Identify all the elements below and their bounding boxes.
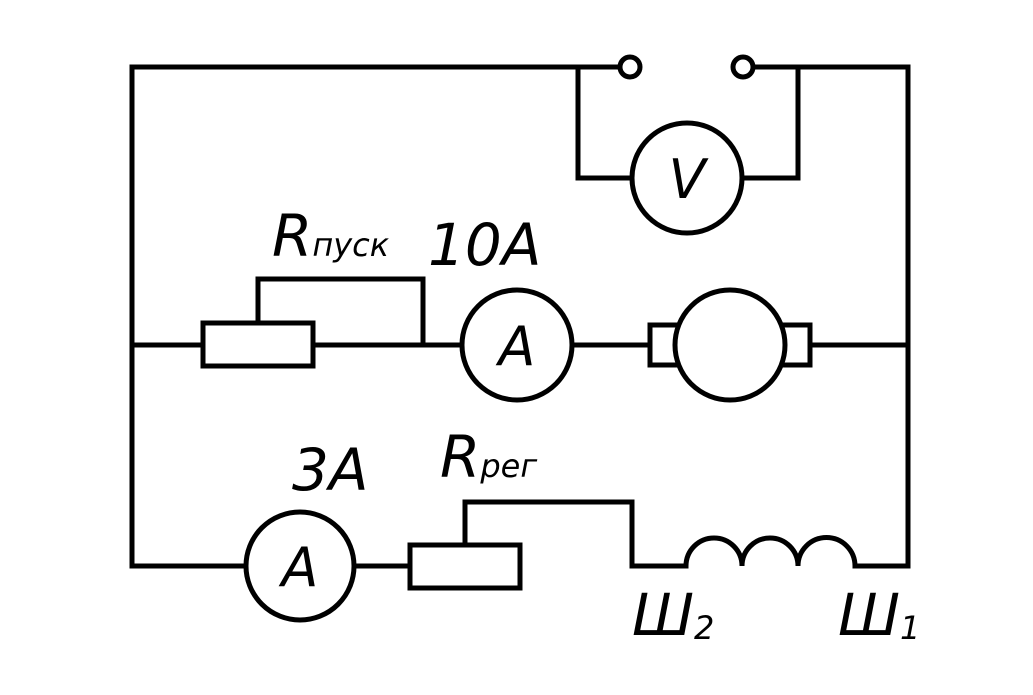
armature-branch: A [129,276,911,403]
terminal-w1-label: Ш1 [838,581,920,649]
regulating-resistor-label: Rрег [440,423,537,491]
motor-armature-symbol [672,287,788,403]
start-resistor-label: Rпуск [272,202,390,270]
terminal-w2-label: Ш2 [632,581,714,649]
ammeter-armature-letter: A [496,315,536,378]
field-winding-coil [683,535,858,569]
supply-terminal-left [617,54,643,80]
regulating-resistor [407,542,523,591]
supply-wires [129,64,911,569]
field-branch: A [243,499,858,623]
ammeter-armature-range-label: 10A [428,211,541,279]
starting-resistor-slider [255,276,426,348]
left-rail-wire [129,64,623,569]
supply-terminal-right [730,54,756,80]
ammeter-field-range-label: 3A [292,436,369,504]
voltmeter-symbol [629,120,745,236]
voltmeter-wire-left [575,64,635,181]
ammeter-field-letter: A [279,536,319,599]
starting-resistor [200,320,316,369]
voltmeter-letter: V [669,148,710,211]
regulating-resistor-slider [462,499,689,569]
voltmeter-wire-right [739,64,801,181]
right-rail-wire [751,64,911,569]
voltmeter-branch: V [575,64,801,236]
